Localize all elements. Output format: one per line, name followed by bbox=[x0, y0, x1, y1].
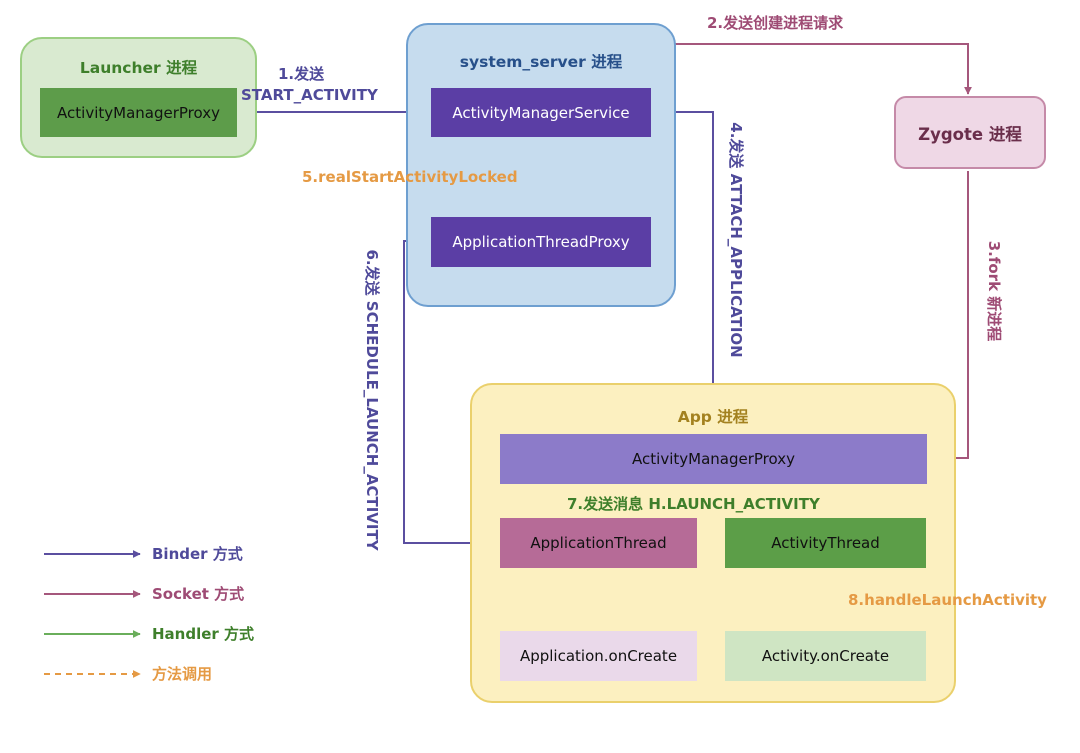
application-thread-proxy-node: ApplicationThreadProxy bbox=[431, 217, 651, 267]
legend-method-call-label: 方法调用 bbox=[152, 665, 213, 683]
app-activity-manager-proxy-node: ActivityManagerProxy bbox=[500, 434, 927, 484]
system-server-process-title: system_server 进程 bbox=[459, 53, 623, 71]
step8-label: 8.handleLaunchActivity bbox=[848, 591, 1047, 609]
legend-binder-label: Binder 方式 bbox=[152, 545, 243, 563]
activity-manager-service-node: ActivityManagerService bbox=[431, 88, 651, 137]
step5-label: 5.realStartActivityLocked bbox=[302, 168, 518, 186]
app-process-title: App 进程 bbox=[677, 408, 749, 426]
activity-oncreate-node: Activity.onCreate bbox=[725, 631, 926, 681]
application-oncreate-node: Application.onCreate bbox=[500, 631, 697, 681]
step6-label: 6.发送 SCHEDULE_LAUNCH_ACTIVITY bbox=[363, 249, 381, 551]
step7-label: 7.发送消息 H.LAUNCH_ACTIVITY bbox=[567, 495, 820, 513]
step3-label: 3.fork 新进程 bbox=[985, 240, 1003, 342]
step4-label: 4.发送 ATTACH_APPLICATION bbox=[727, 122, 745, 358]
step1-label-line1: 1.发送 bbox=[278, 65, 325, 83]
launcher-process-title: Launcher 进程 bbox=[79, 59, 198, 77]
application-thread-node: ApplicationThread bbox=[500, 518, 697, 568]
step1-label-line2: START_ACTIVITY bbox=[241, 86, 378, 104]
legend-socket-label: Socket 方式 bbox=[152, 585, 245, 603]
zygote-process-node: Zygote 进程 bbox=[894, 96, 1046, 169]
launcher-activity-manager-proxy-node: ActivityManagerProxy bbox=[40, 88, 237, 137]
legend-handler-label: Handler 方式 bbox=[152, 625, 255, 643]
step2-label: 2.发送创建进程请求 bbox=[707, 14, 844, 32]
activity-thread-node: ActivityThread bbox=[725, 518, 926, 568]
